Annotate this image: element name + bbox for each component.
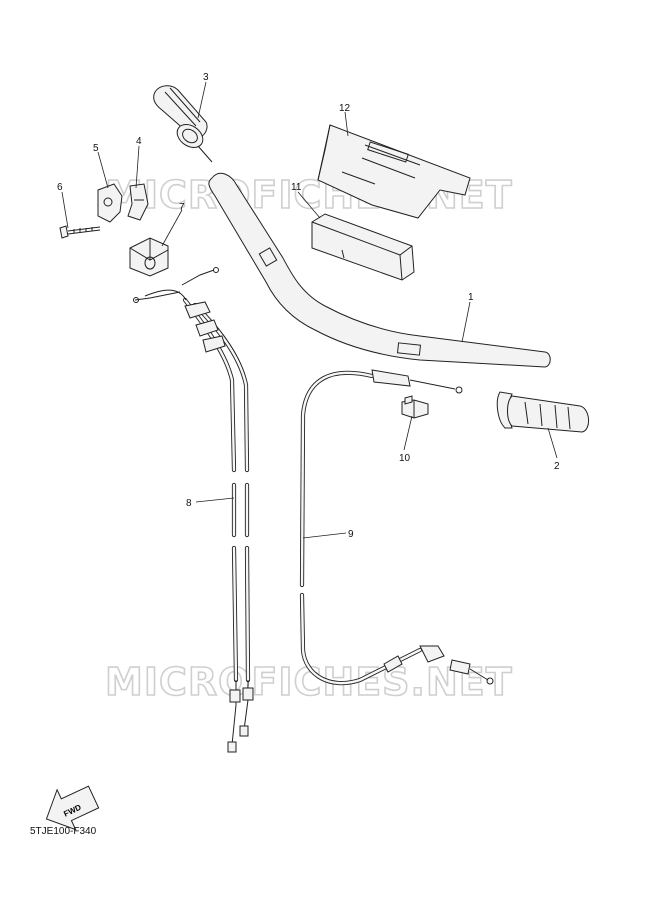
callout-9: 9 bbox=[348, 529, 354, 540]
callout-7: 7 bbox=[179, 202, 185, 213]
part-11-handlebar-pad bbox=[311, 213, 415, 281]
callout-12: 12 bbox=[339, 103, 351, 114]
part-5-holder bbox=[97, 183, 123, 223]
leader-lines bbox=[61, 81, 558, 539]
part-8-throttle-cables bbox=[133, 267, 254, 753]
callout-5: 5 bbox=[93, 143, 99, 154]
part-12-handlebar-cover bbox=[317, 124, 471, 219]
callout-4: 4 bbox=[136, 136, 142, 147]
part-9-clutch-cable bbox=[299, 369, 494, 686]
part-1-handlebar bbox=[208, 172, 551, 368]
callout-11: 11 bbox=[291, 182, 302, 193]
part-7-holder bbox=[129, 237, 169, 277]
callout-6: 6 bbox=[57, 182, 63, 193]
part-3-throttle-grip bbox=[153, 85, 213, 163]
callout-3: 3 bbox=[203, 72, 209, 83]
part-10-adjuster bbox=[401, 395, 429, 419]
diagram-code: 5TJE100-F340 bbox=[30, 826, 97, 837]
callout-10: 10 bbox=[399, 453, 411, 464]
callout-8: 8 bbox=[186, 498, 192, 509]
callout-1: 1 bbox=[468, 292, 474, 303]
part-6-screw bbox=[59, 225, 101, 239]
callout-2: 2 bbox=[554, 461, 560, 472]
part-2-left-grip bbox=[496, 391, 589, 433]
fwd-arrow-icon: FWD bbox=[45, 785, 100, 831]
part-4-clamp bbox=[127, 183, 149, 221]
